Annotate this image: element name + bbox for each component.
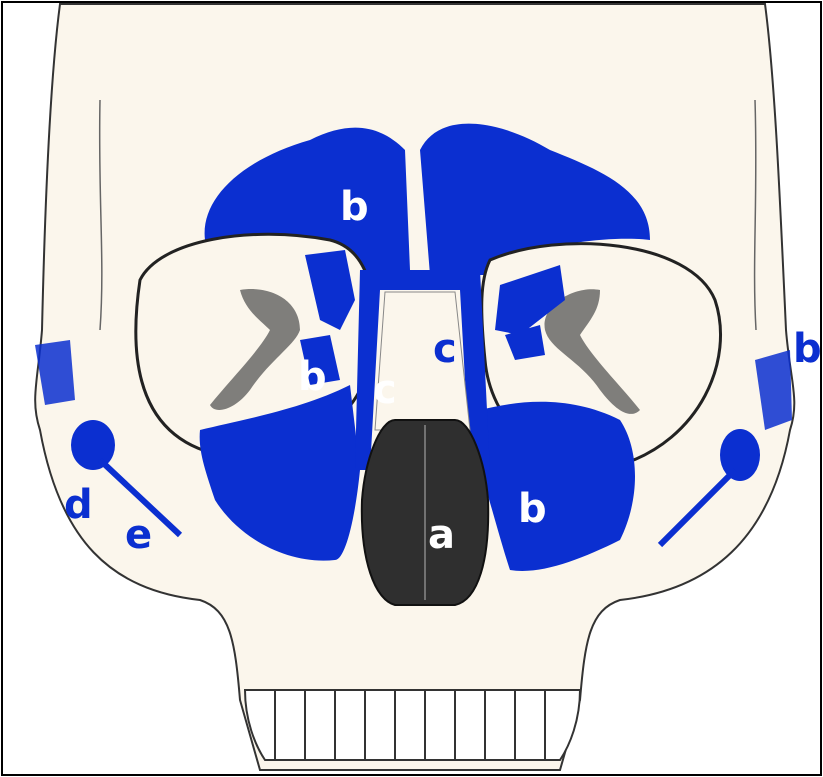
- teeth: [245, 690, 580, 760]
- label-e: e: [125, 512, 152, 558]
- label-b-maxillary-right: b: [518, 486, 547, 532]
- label-b-frontal: b: [340, 184, 369, 230]
- label-a: a: [428, 512, 455, 558]
- label-c-right: c: [433, 326, 457, 372]
- label-c-left: c: [373, 367, 397, 413]
- label-b-temporal-right: b: [793, 326, 822, 372]
- ear-knob-right: [720, 429, 760, 481]
- ear-knob-left: [71, 420, 115, 470]
- label-b-orbit-left: b: [298, 354, 327, 400]
- label-d: d: [64, 482, 93, 528]
